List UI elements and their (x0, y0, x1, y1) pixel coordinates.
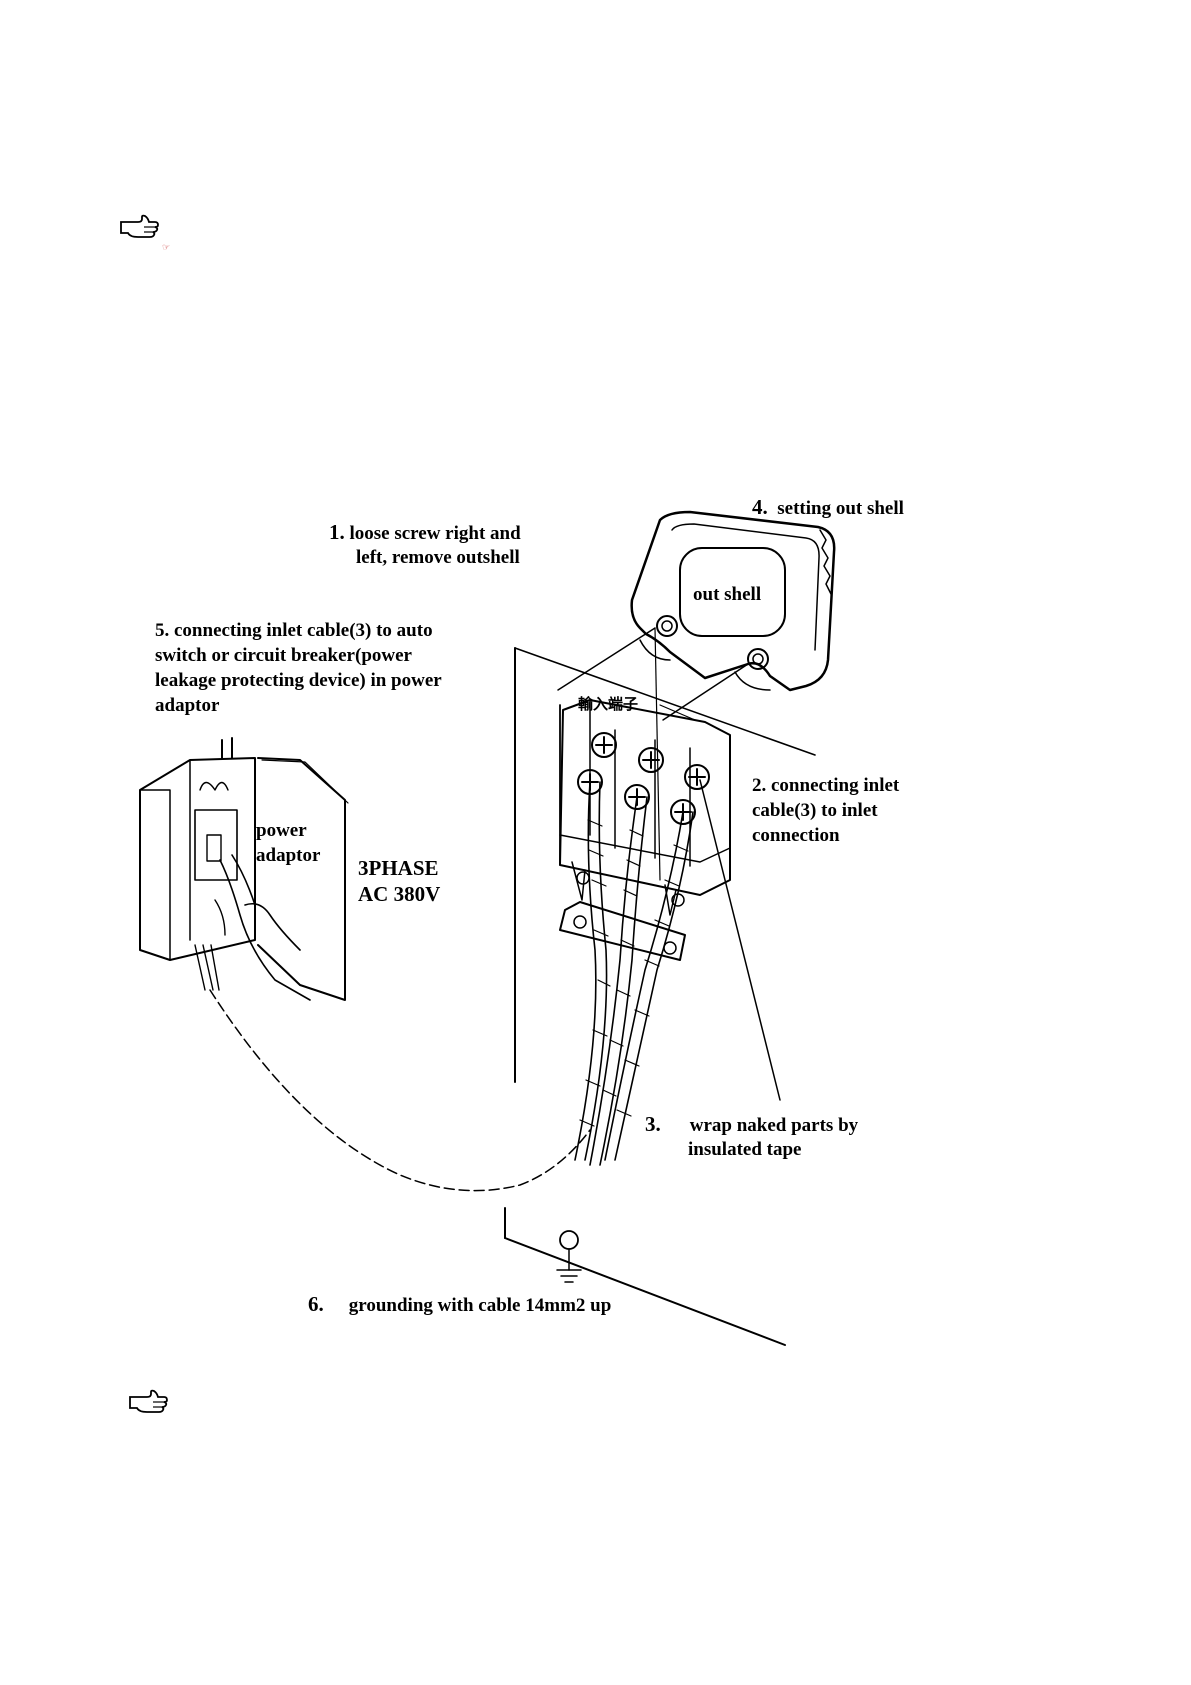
out-shell-cover (630, 510, 836, 692)
step2-label-line3: connection (752, 825, 840, 846)
step2-label-line1: 2. connecting inlet (752, 775, 900, 796)
step3-label: 3. wrap naked parts by (645, 1112, 859, 1136)
step4-label: 4. setting out shell (752, 495, 904, 519)
input-terminal-label: 輸入端子 (578, 695, 639, 713)
inlet-terminal-block (559, 699, 731, 916)
inlet-cables (574, 781, 694, 1166)
small-red-mark: ☞ (162, 243, 171, 253)
phase-label-line1: 3PHASE (358, 856, 439, 880)
phase-label-line2: AC 380V (358, 882, 441, 906)
step5-label-line4: adaptor (155, 695, 220, 716)
pointing-hand-icon (129, 1389, 168, 1413)
pointing-hand-icon (120, 214, 159, 238)
step2-label-line2: cable(3) to inlet (752, 800, 878, 821)
power-adaptor-box (139, 737, 349, 1001)
step5-label-line2: switch or circuit breaker(power (155, 645, 412, 666)
power-adaptor-label-line2: adaptor (256, 845, 321, 866)
power-adaptor-label-line1: power (256, 820, 307, 841)
step1-label: 1. loose screw right and (329, 520, 521, 544)
step5-label-line3: leakage protecting device) in power (155, 670, 442, 691)
ground-symbol (556, 1230, 582, 1283)
step5-label-line1: 5. connecting inlet cable(3) to auto (155, 620, 433, 641)
step3-label-line2: insulated tape (688, 1139, 802, 1160)
out-shell-label: out shell (693, 584, 762, 605)
step6-label: 6. grounding with cable 14mm2 up (308, 1292, 612, 1316)
step1-label-line2: left, remove outshell (356, 547, 520, 568)
